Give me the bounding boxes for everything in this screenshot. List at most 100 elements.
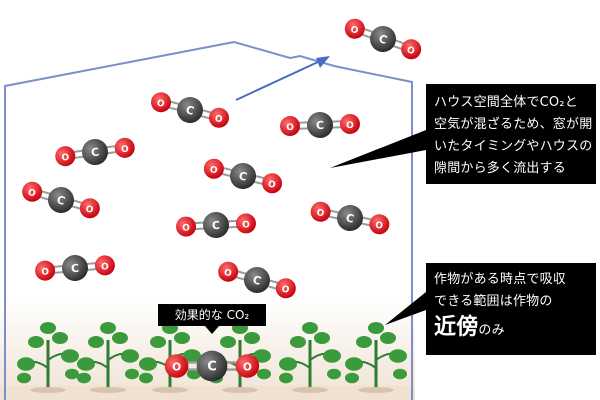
leaf: [314, 332, 330, 344]
atom-letter: O: [280, 284, 290, 296]
leaf: [302, 322, 318, 334]
leaf: [139, 372, 153, 384]
atom-letter: O: [346, 121, 354, 131]
atom-letter: O: [243, 361, 252, 374]
oxygen-atom: [344, 18, 365, 39]
oxygen-atom: [203, 158, 224, 179]
leaf: [65, 368, 79, 380]
plant-row: [17, 322, 407, 393]
effective-co2-label: 効果的な CO₂: [158, 304, 266, 326]
atom-letter: O: [374, 221, 384, 232]
escape-arrow: [235, 61, 319, 101]
atom-letter: O: [84, 204, 94, 216]
house-outline: [4, 40, 413, 400]
leaf: [220, 336, 236, 348]
leaf: [17, 357, 35, 371]
oxygen-atom: [235, 213, 256, 234]
leaf: [345, 357, 363, 371]
escape-arrow-head: [316, 56, 330, 68]
leaf: [17, 372, 31, 384]
atom-letter: C: [345, 211, 356, 225]
atom-letter: O: [405, 45, 416, 57]
leaf: [61, 349, 79, 363]
leaf: [380, 332, 396, 344]
carbon-atom: [307, 112, 333, 138]
leaf: [187, 368, 201, 380]
atom-letter: O: [27, 188, 37, 200]
crop-absorption-callout: 作物がある時点で吸収 できる範囲は作物の 近傍のみ: [426, 263, 596, 355]
leaf: [100, 322, 116, 334]
leaf: [77, 357, 95, 371]
atom-letter: C: [70, 262, 79, 276]
atom-letter: O: [213, 114, 223, 126]
oxygen-atom: [55, 146, 76, 167]
leaf: [253, 349, 271, 363]
atom-letter: C: [207, 360, 217, 375]
co2-molecule: OOC: [218, 261, 296, 299]
leaf: [393, 368, 407, 380]
leaf: [52, 332, 68, 344]
oxygen-atom: [151, 92, 172, 113]
leaf: [327, 368, 341, 380]
callout-line: できる範囲は作物の: [434, 294, 553, 309]
leaf: [28, 336, 44, 348]
atom-letter: O: [223, 268, 233, 280]
emphasis-word: 近傍: [434, 315, 479, 340]
leaf: [323, 349, 341, 363]
oxygen-atom: [164, 354, 189, 378]
plant: [77, 322, 139, 393]
atom-letter: O: [208, 165, 218, 177]
atom-letter: O: [349, 25, 360, 37]
callout-line: 作物がある時点で吸収: [434, 272, 567, 287]
oxygen-atom: [94, 255, 115, 276]
callout-2-pointer: [385, 292, 426, 325]
callout-line: いたタイミングやハウスの: [434, 139, 593, 154]
leaf: [77, 372, 91, 384]
leaf: [183, 349, 201, 363]
atom-letter: O: [61, 153, 70, 164]
leaf: [88, 336, 104, 348]
oxygen-atom: [339, 113, 360, 134]
air-mixing-callout: ハウス空間全体でCO₂と 空気が混ざるため、窓が開 いたタイミングやハウスの 隙…: [426, 84, 596, 184]
plant: [345, 322, 407, 393]
leaf: [125, 368, 139, 380]
callout-line: ハウス空間全体でCO₂と: [434, 95, 578, 110]
atom-letter: O: [120, 144, 129, 155]
oxygen-atom: [35, 260, 56, 281]
leaf: [345, 372, 359, 384]
leaf: [290, 336, 306, 348]
co2-molecule: OOC: [151, 92, 229, 128]
carbon-atom: [337, 205, 363, 231]
leaf: [174, 332, 190, 344]
leaf: [356, 336, 372, 348]
soil-ground: [0, 386, 415, 400]
atom-letter: C: [184, 103, 195, 118]
carbon-atom: [370, 26, 396, 52]
oxygen-atom: [22, 181, 43, 202]
atom-letter: O: [172, 361, 181, 374]
atom-letter: O: [242, 220, 251, 230]
leaf: [150, 336, 166, 348]
atom-letter: O: [41, 267, 50, 278]
leaf: [257, 368, 271, 380]
co2-molecule: OOC: [344, 18, 422, 60]
oxygen-atom: [280, 116, 301, 137]
oxygen-atom: [369, 214, 390, 235]
leaf: [368, 322, 384, 334]
oxygen-atom: [79, 198, 100, 219]
oxygen-atom: [114, 137, 135, 158]
effective-co2-label-tail: [205, 326, 219, 334]
callout-line: 空気が混ざるため、窓が開: [434, 117, 593, 132]
oxygen-atom: [310, 201, 331, 222]
leaf: [279, 372, 293, 384]
plant: [17, 322, 79, 393]
carbon-atom: [244, 267, 270, 293]
oxygen-atom: [401, 39, 422, 60]
carbon-atom: [203, 212, 229, 238]
atom-letter: C: [316, 119, 325, 132]
carbon-atom: [82, 139, 108, 165]
plant: [279, 322, 341, 393]
